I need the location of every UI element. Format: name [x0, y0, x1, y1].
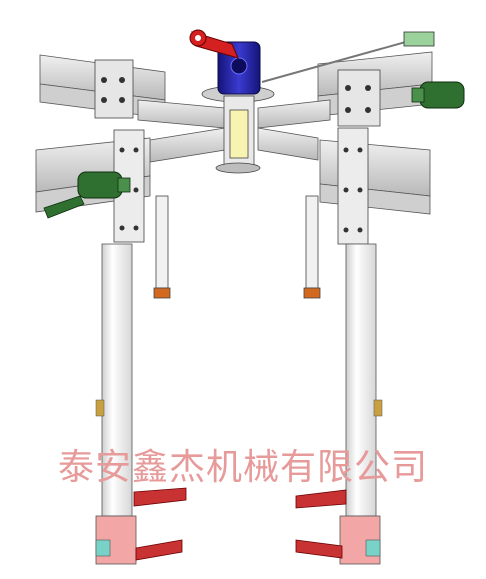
cross-beam-front-left — [149, 127, 226, 163]
back-beam-right — [317, 51, 433, 127]
rotary-drive-icon — [201, 41, 275, 174]
cross-beam-front-right — [257, 127, 319, 161]
cross-beam-right — [257, 99, 331, 129]
cross-beam-left — [137, 99, 226, 129]
top-guide-rod — [261, 31, 435, 83]
fork-icon — [133, 487, 187, 561]
column-left — [95, 243, 133, 517]
inner-lift-rod-right — [303, 195, 321, 299]
base-right — [339, 515, 381, 565]
back-beam-left — [39, 54, 166, 119]
inner-lift-rod-left — [153, 195, 171, 299]
gear-motor-icon — [411, 81, 465, 109]
gear-motor-icon — [43, 171, 131, 219]
column-right — [345, 243, 383, 517]
base-left — [95, 515, 137, 565]
lifting-handle — [189, 29, 239, 59]
fork-icon — [295, 489, 347, 559]
front-beam-right — [319, 127, 431, 245]
